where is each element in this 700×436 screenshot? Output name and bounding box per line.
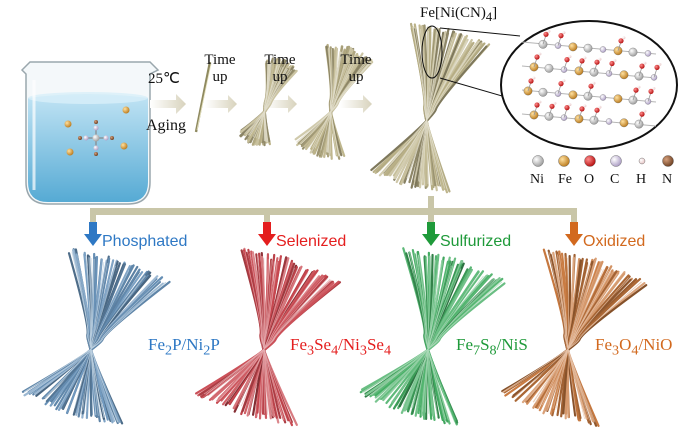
aging-label: Aging (146, 117, 186, 134)
nanorod-stage-1 (194, 61, 212, 133)
product-bundle-1 (21, 248, 171, 425)
nanobundle-stage-2 (239, 57, 298, 147)
precursor-formula: Fe[Ni(CN)4] (420, 5, 498, 24)
step-arrow-2 (265, 95, 297, 113)
treatment-arrow-4 (565, 222, 583, 246)
product-bundle-3 (359, 247, 506, 426)
product-formula-2: Fe3Se4/Ni3Se4 (290, 335, 392, 359)
treatment-label-4: Oxidized (583, 233, 646, 250)
legend-label-o: O (584, 172, 595, 187)
branch-connector (90, 196, 577, 228)
temperature-label: 25℃ (148, 71, 180, 87)
legend-label-h: H (636, 172, 647, 187)
legend-label-fe: Fe (558, 172, 572, 187)
legend-atom-fe (558, 155, 570, 167)
legend-label-ni: Ni (530, 172, 544, 187)
crystal-structure-callout (421, 20, 678, 150)
product-formula-1: Fe2P/Ni2P (148, 335, 220, 359)
treatment-label-3: Sulfurized (440, 233, 512, 250)
nanobundle-precursor (370, 22, 491, 194)
treatment-label-1: Phosphated (102, 233, 188, 250)
product-formula-3: Fe7S8/NiS (456, 335, 528, 359)
legend-atom-o (584, 155, 596, 167)
product-formula-4: Fe3O4/NiO (595, 335, 673, 359)
beaker (20, 61, 160, 205)
legend-atom-h (638, 157, 646, 165)
product-bundle-2 (195, 247, 342, 427)
product-bundle-4 (501, 248, 648, 427)
molecule-cluster (64, 106, 130, 156)
legend-atom-n (662, 155, 674, 167)
treatment-arrow-2 (258, 222, 276, 246)
treatment-arrow-1 (84, 222, 102, 246)
step-arrow-3 (340, 95, 372, 113)
step-arrow-1 (205, 95, 237, 113)
nanobundle-stage-3 (294, 43, 374, 160)
aging-arrow (150, 94, 186, 114)
legend-atom-ni (532, 155, 544, 167)
legend-label-n: N (662, 172, 673, 187)
legend-label-c: C (610, 172, 620, 187)
treatment-label-2: Selenized (276, 233, 347, 250)
treatment-arrow-3 (422, 222, 440, 246)
legend-atom-c (610, 155, 622, 167)
